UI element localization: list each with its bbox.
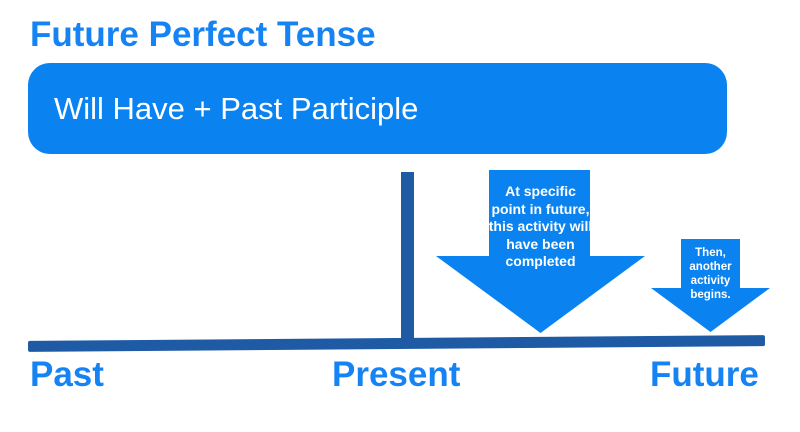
caption-line: this activity will bbox=[488, 218, 593, 234]
caption-line: completed bbox=[505, 253, 576, 269]
caption-line: begins. bbox=[690, 289, 731, 301]
formula-box: Will Have + Past Participle bbox=[28, 63, 727, 154]
caption-line: point in future, bbox=[491, 200, 590, 217]
formula-text: Will Have + Past Participle bbox=[54, 90, 419, 126]
timeline-label-future: Future bbox=[650, 355, 759, 394]
completed-activity-caption: At specific point in future, this activi… bbox=[436, 183, 645, 271]
caption-line: have been bbox=[506, 235, 575, 252]
present-marker-line bbox=[401, 172, 414, 340]
timeline-bar bbox=[27, 335, 766, 352]
caption-line: At specific bbox=[505, 183, 576, 199]
next-activity-down-arrow: Then, another activity begins. bbox=[651, 239, 770, 332]
caption-line: another bbox=[689, 261, 732, 273]
timeline-label-present: Present bbox=[332, 355, 461, 394]
page-title: Future Perfect Tense bbox=[30, 15, 376, 54]
next-activity-caption: Then, another activity begins. bbox=[651, 246, 770, 302]
completed-activity-down-arrow: At specific point in future, this activi… bbox=[436, 170, 645, 333]
caption-line: Then, bbox=[695, 247, 726, 259]
caption-line: activity bbox=[690, 275, 731, 287]
timeline-label-past: Past bbox=[30, 355, 104, 394]
